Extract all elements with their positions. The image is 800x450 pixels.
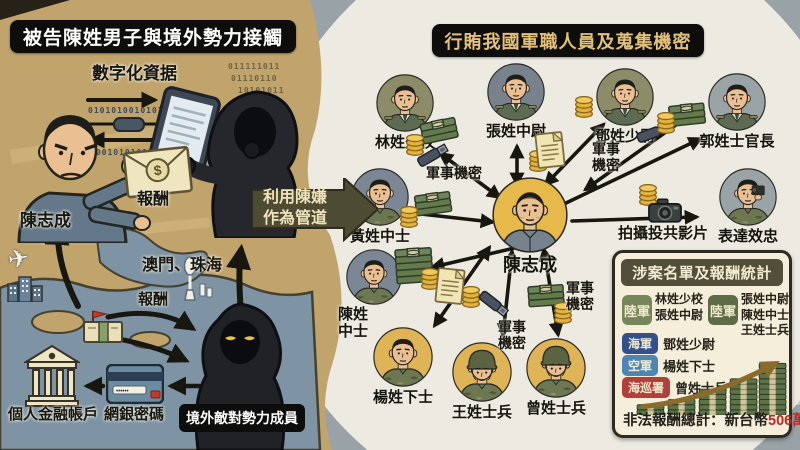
svg-text:$: $ xyxy=(153,162,163,179)
binary-text: 0101010010101 xyxy=(88,106,164,115)
stats-title: 涉案名單及報酬統計 xyxy=(621,259,783,286)
bank-account-label: 個人金融帳戶 xyxy=(8,406,99,423)
coastguard-badge: 海巡署 xyxy=(622,377,671,398)
member-label: 郭姓士官長 xyxy=(699,133,775,150)
member-label: 王姓士兵 xyxy=(451,404,513,421)
involved-name: 楊姓下士 xyxy=(663,359,716,374)
channel-arrow-label: 利用陳嫌 作為管道 xyxy=(263,189,328,228)
cash-stack-icon xyxy=(418,114,460,145)
reward-label-mid: 報酬 xyxy=(138,291,169,308)
suspect-man-figure xyxy=(17,115,151,243)
navy-badge: 海軍 xyxy=(622,333,659,354)
soldier-avatar xyxy=(708,73,766,131)
hostile-force-label: 境外敵對勢力成員 xyxy=(179,404,305,432)
digital-data-label: 數字化資据 xyxy=(92,64,177,83)
total-amount: 506萬元 xyxy=(768,413,800,429)
camera-icon xyxy=(648,198,682,223)
soldier-helmet-avatar xyxy=(452,342,512,402)
suspect-avatar xyxy=(492,177,568,253)
private-wang: 王姓士兵 xyxy=(452,342,512,421)
coins-icon xyxy=(574,96,594,120)
member-label: 曾姓士兵 xyxy=(525,400,587,417)
left-panel-title: 被告陳姓男子與境外勢力接觸 xyxy=(10,20,296,53)
stats-group-navy: 海軍 鄧姓少尉 xyxy=(622,333,715,354)
coins-icon xyxy=(405,134,425,158)
military-secret-label: 軍事機密 xyxy=(498,319,526,351)
city-buildings-icon xyxy=(7,276,43,302)
binary-text: 10101011 xyxy=(238,86,285,95)
involved-name: 林姓少校 xyxy=(655,292,704,306)
soldier-avatar xyxy=(596,68,654,126)
coins-icon xyxy=(399,206,419,230)
money-package-icon xyxy=(83,310,123,343)
involved-name: 張姓中尉 xyxy=(655,307,704,322)
bank-icon xyxy=(24,344,80,407)
member-label: 張姓中尉 xyxy=(485,123,547,140)
center-suspect: 陳志成 xyxy=(492,177,568,275)
soldier-avatar xyxy=(487,63,545,121)
reward-label-top: 報酬 xyxy=(137,191,170,208)
bank-password-label: 網銀密碼 xyxy=(104,406,165,423)
stats-group-army-1: 陸軍 林姓少校 張姓中尉 xyxy=(622,292,703,339)
member-label: 陳姓中士 xyxy=(338,306,369,340)
right-panel-title: 行賄我國軍職人員及蒐集機密 xyxy=(432,24,704,57)
military-secret-label: 軍事機密 xyxy=(426,165,482,181)
soldier-avatar xyxy=(346,249,402,305)
member-label: 表達效忠 xyxy=(717,228,779,245)
involved-name: 陳姓中士 xyxy=(741,307,790,322)
corporal-yang: 楊姓下士 xyxy=(373,327,433,406)
loyalty-soldier: 表達效忠 xyxy=(718,168,778,245)
coins-icon xyxy=(656,112,676,136)
filming-label: 拍攝投共影片 xyxy=(618,225,709,242)
secret-document-icon xyxy=(534,131,566,170)
binary-text: 011111011 xyxy=(228,62,281,71)
involved-name: 王姓士兵 xyxy=(741,323,790,338)
center-name-label: 陳志成 xyxy=(503,255,557,275)
military-secret-label: 軍事機密 xyxy=(592,141,620,173)
coins-icon xyxy=(638,184,658,208)
stats-panel: 涉案名單及報酬統計 陸軍 林姓少校 張姓中尉 陸軍 張姓中尉 陳姓中士 王姓士兵… xyxy=(612,250,800,438)
army-badge: 陸軍 xyxy=(708,295,738,325)
rising-money-chart xyxy=(636,361,787,415)
involved-name: 張姓中尉 xyxy=(741,292,790,306)
total-prefix: 非法報酬總計：新台幣 xyxy=(623,413,768,429)
credit-card-icon: •••••• xyxy=(106,364,164,404)
officer-zhang: 張姓中尉 xyxy=(486,63,546,140)
private-zeng: 曾姓士兵 xyxy=(526,338,586,417)
channel-arrow xyxy=(252,178,378,242)
soldier-camcorder-avatar xyxy=(719,168,777,226)
macau-tower-icon xyxy=(183,256,213,301)
stats-group-army-2: 陸軍 張姓中尉 陳姓中士 王姓士兵 xyxy=(708,292,789,339)
military-secret-label: 軍事機密 xyxy=(566,280,594,312)
suspect-name-label: 陳志成 xyxy=(20,211,71,230)
officer-deng: 鄧姓少尉 xyxy=(595,68,655,145)
army-badge: 陸軍 xyxy=(622,295,652,325)
soldier-avatar xyxy=(373,327,433,387)
stats-group-airforce: 空軍 楊姓下士 xyxy=(622,355,715,376)
involved-name: 鄧姓少尉 xyxy=(663,337,716,352)
cash-stack-icon xyxy=(667,100,707,128)
member-label: 楊姓下士 xyxy=(372,389,434,406)
sergeant-chen: 陳姓中士 xyxy=(338,249,402,339)
soldier-avatar xyxy=(376,74,434,132)
soldier-helmet-avatar xyxy=(526,338,586,398)
envelope-money-icon: $ xyxy=(122,145,193,199)
officer-guo: 郭姓士官長 xyxy=(699,73,775,150)
total-reward-line: 非法報酬總計：新台幣506萬元 xyxy=(623,409,800,430)
macau-zhuhai-label: 澳門、珠海 xyxy=(142,257,223,274)
airforce-badge: 空軍 xyxy=(622,355,659,376)
member-label: 黃姓中士 xyxy=(349,228,411,245)
svg-text:••••••: •••••• xyxy=(116,389,129,395)
binary-text: 01110110 xyxy=(231,74,278,83)
